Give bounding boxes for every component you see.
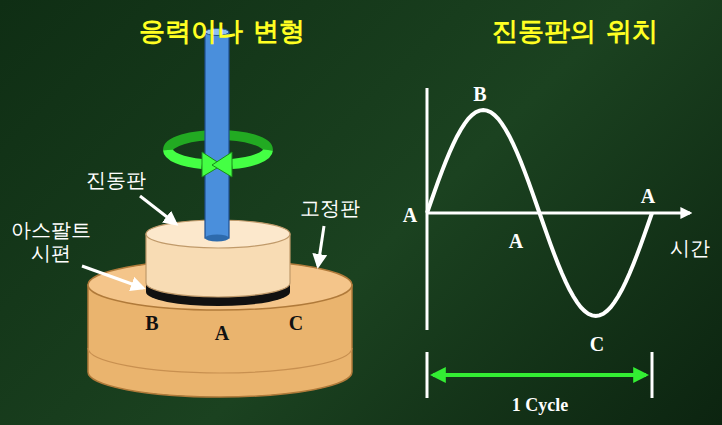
point-label: A [641, 185, 655, 208]
point-label: A [215, 322, 229, 345]
rotation-arrow [232, 150, 268, 164]
axis-label: 시간 [670, 237, 710, 260]
part-label: 진동판 [86, 169, 146, 192]
cycle-tick [426, 352, 429, 398]
point-label: B [473, 83, 486, 106]
point-label: C [289, 312, 303, 335]
heading: 진동판의 위치 [492, 17, 657, 47]
rotation-arrowhead [212, 152, 232, 177]
cycle-tick [651, 352, 654, 398]
leader-line [82, 266, 143, 288]
heading: 응력이나 변형 [139, 17, 304, 47]
shaft [205, 29, 229, 242]
point-label: B [145, 312, 158, 335]
point-label: A [403, 204, 417, 227]
part-label: 아스팔트 시편 [3, 219, 99, 265]
part-label: 고정판 [300, 197, 360, 220]
point-label: C [590, 333, 604, 356]
leader-line [140, 196, 176, 224]
sine-curve [427, 110, 652, 316]
point-label: A [509, 230, 523, 253]
dimension-label: 1 Cycle [512, 395, 568, 416]
cycle-arrow [433, 373, 646, 377]
leader-line [318, 226, 324, 266]
rotation-arrow [168, 150, 202, 164]
